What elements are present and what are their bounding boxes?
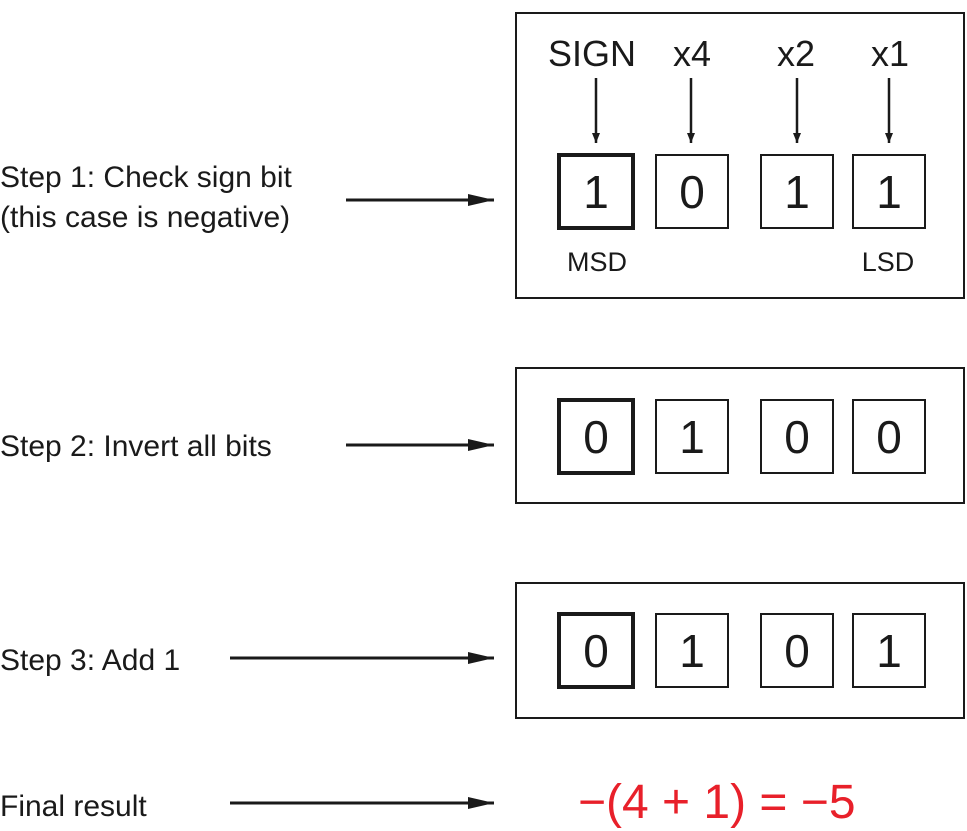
header-x4: x4 <box>673 33 711 74</box>
header-x2: x2 <box>777 33 815 74</box>
header-sign: SIGN <box>548 33 636 74</box>
final-label: Final result <box>0 790 147 823</box>
step1-label-line1: Step 1: Check sign bit <box>0 161 292 194</box>
step2-bit-box-sign <box>557 398 635 475</box>
step2-label: Step 2: Invert all bits <box>0 430 272 463</box>
step1-bit-box-x2 <box>760 154 834 229</box>
final-expression: −(4 + 1) = −5 <box>578 776 856 829</box>
step3-label: Step 3: Add 1 <box>0 644 180 677</box>
step3-bit-sign: 0 <box>583 625 609 677</box>
lsd-label: LSD <box>862 247 915 277</box>
step3-bit-box-x2 <box>760 613 834 688</box>
step3-bit-x2: 0 <box>784 625 810 677</box>
step2-register-box <box>515 367 965 504</box>
msd-label: MSD <box>567 247 627 277</box>
step1-bit-x2: 1 <box>784 166 810 218</box>
step3-bit-x4: 1 <box>679 625 705 677</box>
step1-bit-box-x1 <box>852 154 926 229</box>
step1-bit-sign: 1 <box>583 166 609 218</box>
step2-bit-box-x1 <box>852 399 926 474</box>
step1-bit-box-sign <box>557 153 635 230</box>
step2-bit-sign: 0 <box>583 411 609 463</box>
step3-bit-box-x4 <box>655 613 729 688</box>
header-x1: x1 <box>871 33 909 74</box>
step3-bit-box-sign <box>557 612 635 689</box>
step1-register-box <box>515 12 965 299</box>
step2-bit-box-x4 <box>655 399 729 474</box>
step2-bit-x4: 1 <box>679 411 705 463</box>
step3-bit-x1: 1 <box>876 625 902 677</box>
step1-bit-box-x4 <box>655 154 729 229</box>
header-arrows <box>592 78 893 143</box>
step1-bit-x4: 0 <box>679 166 705 218</box>
step1-bit-x1: 1 <box>876 166 902 218</box>
step2-bit-x1: 0 <box>876 411 902 463</box>
step1-label-line2: (this case is negative) <box>0 201 290 234</box>
step3-register-box <box>515 582 965 719</box>
step3-bit-box-x1 <box>852 613 926 688</box>
step2-bit-box-x2 <box>760 399 834 474</box>
step2-bit-x2: 0 <box>784 411 810 463</box>
